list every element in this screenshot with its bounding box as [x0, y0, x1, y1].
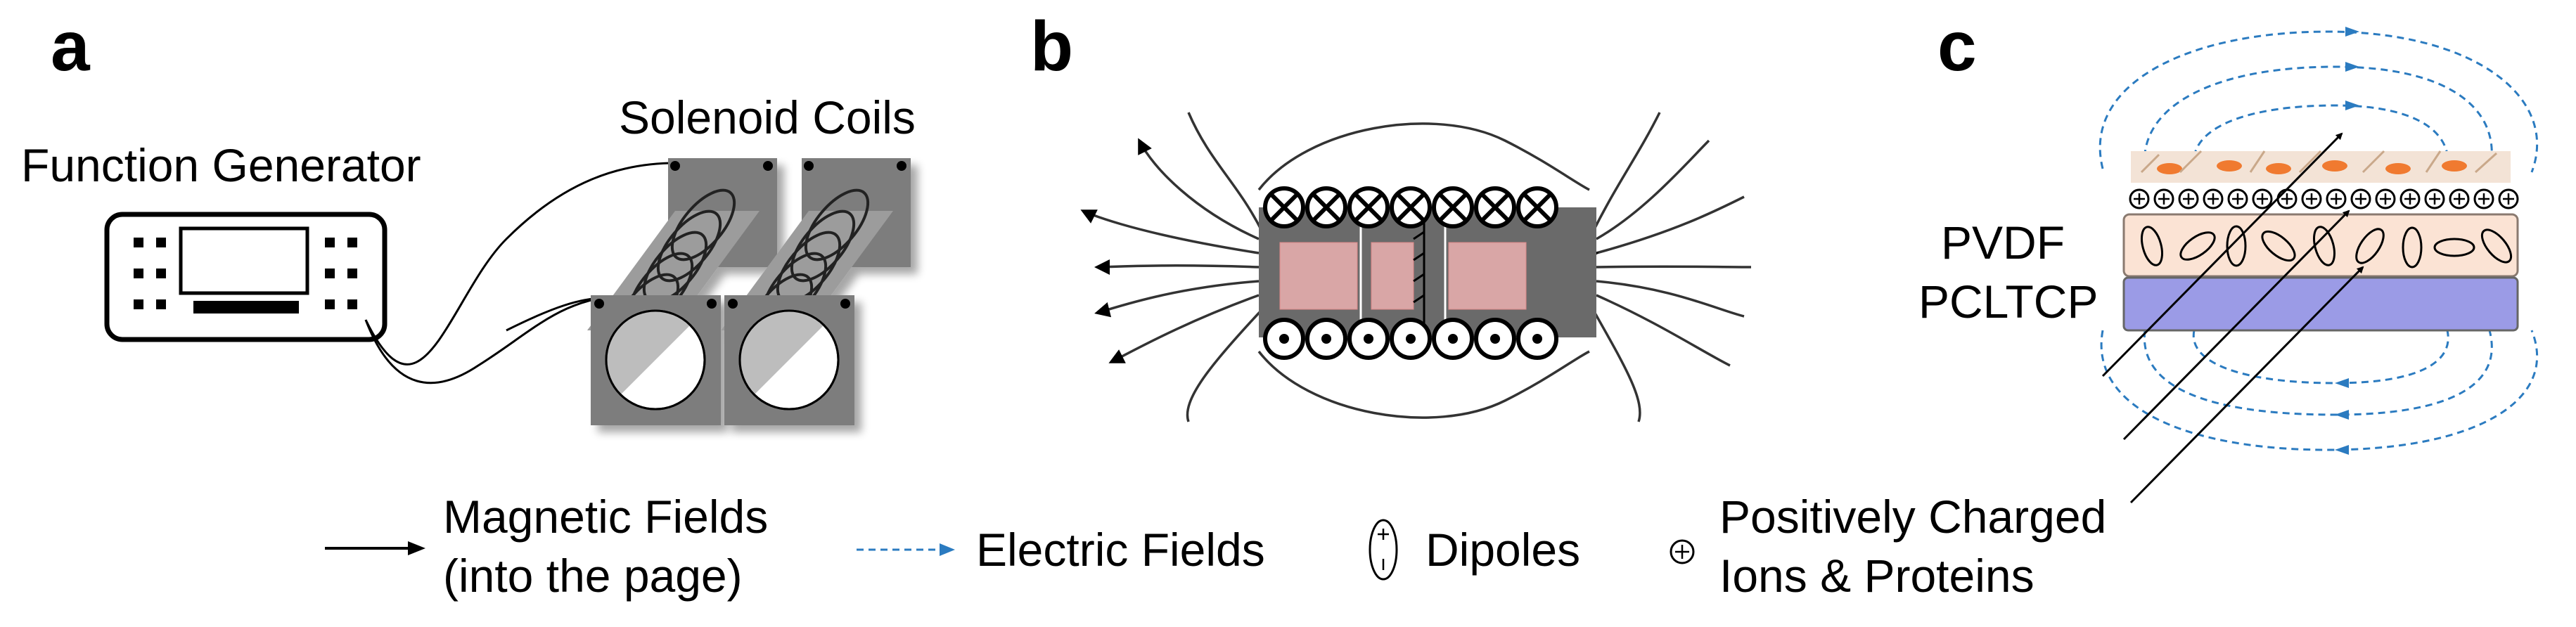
panel-letter-b: b	[1030, 7, 1073, 86]
legend-charges-line2: Ions & Proteins	[1719, 550, 2034, 602]
function-generator-label: Function Generator	[21, 139, 421, 191]
legend-electric: Electric Fields	[857, 524, 1265, 576]
panel-b: b	[1030, 7, 1752, 422]
current-out-of-page-row	[1263, 318, 1558, 360]
pcltcp-label: PCLTCP	[1918, 276, 2098, 328]
cells-layer	[2131, 150, 2511, 183]
dipole-icon	[1369, 519, 1398, 581]
solenoid-coils-icon	[587, 158, 911, 425]
legend-charges: Positively Charged Ions & Proteins	[1670, 491, 2106, 602]
legend-magnetic-line1: Magnetic Fields	[443, 491, 768, 543]
legend-dipoles: Dipoles	[1369, 519, 1580, 581]
pvdf-label: PVDF	[1941, 216, 2065, 269]
panel-a: a Function Generator Solenoid Coils	[21, 7, 916, 425]
legend-dipoles-label: Dipoles	[1425, 524, 1580, 576]
panel-letter-c: c	[1937, 7, 1977, 86]
panel-letter-a: a	[51, 7, 91, 86]
solenoid-coils-label: Solenoid Coils	[619, 91, 916, 143]
legend-magnetic: Magnetic Fields (into the page)	[325, 491, 768, 602]
dipoles-in-pvdf	[2141, 225, 2513, 269]
legend-charges-line1: Positively Charged	[1719, 491, 2106, 543]
legend: Magnetic Fields (into the page) Electric…	[325, 491, 2106, 602]
pvdf-layer	[2122, 213, 2519, 278]
pcltcp-layer	[2122, 276, 2519, 332]
legend-magnetic-line2: (into the page)	[443, 550, 743, 602]
magnetic-field-arrows	[2101, 132, 2364, 504]
legend-electric-label: Electric Fields	[976, 524, 1265, 576]
function-generator-icon	[104, 212, 387, 342]
panel-c: c	[1918, 7, 2539, 504]
magnetic-field-lines	[1080, 112, 1752, 422]
positive-charges-row	[2129, 188, 2519, 209]
core-cells	[1279, 242, 1527, 310]
current-into-page-row	[1263, 186, 1558, 228]
